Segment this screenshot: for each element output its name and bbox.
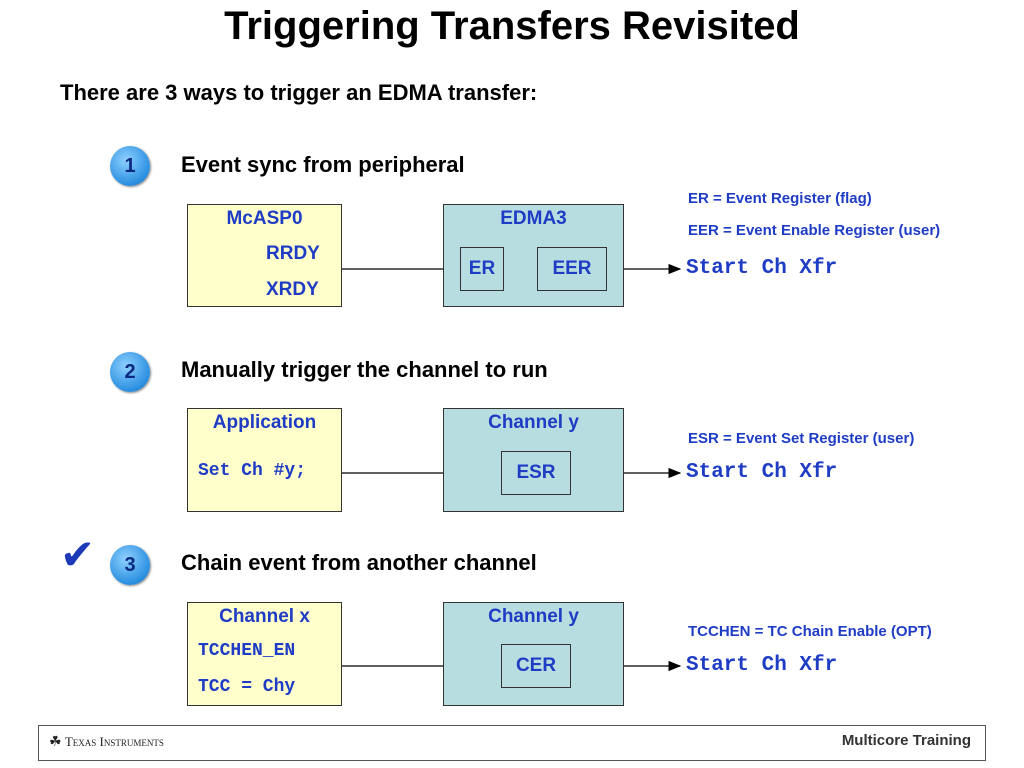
application-box: Application Set Ch #y;: [187, 408, 342, 512]
channel-y-title-3: Channel y: [488, 606, 579, 627]
esr-note: ESR = Event Set Register (user): [688, 430, 915, 447]
mcasp0-box: McASP0 RRDY XRDY: [187, 204, 342, 307]
start-ch-xfr-3: Start Ch Xfr: [686, 654, 838, 677]
start-ch-xfr-2: Start Ch Xfr: [686, 461, 838, 484]
checkmark-icon: ✔: [60, 531, 96, 578]
multicore-training-label: Multicore Training: [841, 732, 971, 749]
step-2-number: 2: [110, 352, 150, 392]
tcchen-en-code: TCCHEN_EN: [198, 641, 296, 661]
rrdy-label: RRDY: [266, 243, 320, 264]
eer-register: EER: [537, 247, 607, 291]
edma3-title: EDMA3: [500, 208, 567, 229]
xrdy-label: XRDY: [266, 279, 319, 300]
ti-logo-text: Texas Instruments: [64, 734, 164, 749]
start-ch-xfr-1: Start Ch Xfr: [686, 257, 838, 280]
channel-x-box: Channel x TCCHEN_EN TCC = Chy: [187, 602, 342, 706]
tcc-chy-code: TCC = Chy: [198, 677, 296, 697]
step-3-label: Chain event from another channel: [181, 550, 537, 575]
channel-x-title: Channel x: [219, 606, 310, 627]
eer-note: EER = Event Enable Register (user): [688, 222, 941, 239]
channel-y-title-2: Channel y: [488, 412, 579, 433]
step-3-number: 3: [110, 545, 150, 585]
cer-register: CER: [501, 644, 571, 688]
esr-register: ESR: [501, 451, 571, 495]
ti-logo: ☘ Texas Instruments: [49, 734, 164, 751]
footer-bar: ☘ Texas Instruments Multicore Training: [38, 725, 986, 761]
ti-logo-icon: ☘: [49, 735, 62, 750]
step-1-number: 1: [110, 146, 150, 186]
slide-subtitle: There are 3 ways to trigger an EDMA tran…: [60, 80, 538, 105]
er-register: ER: [460, 247, 504, 291]
step-2-label: Manually trigger the channel to run: [181, 357, 548, 382]
er-note: ER = Event Register (flag): [688, 190, 872, 207]
mcasp0-title: McASP0: [226, 208, 303, 229]
tcchen-note: TCCHEN = TC Chain Enable (OPT): [688, 623, 932, 640]
set-ch-code: Set Ch #y;: [198, 461, 307, 481]
application-title: Application: [212, 412, 317, 433]
step-1-label: Event sync from peripheral: [181, 152, 465, 177]
slide-title: Triggering Transfers Revisited: [224, 4, 800, 48]
